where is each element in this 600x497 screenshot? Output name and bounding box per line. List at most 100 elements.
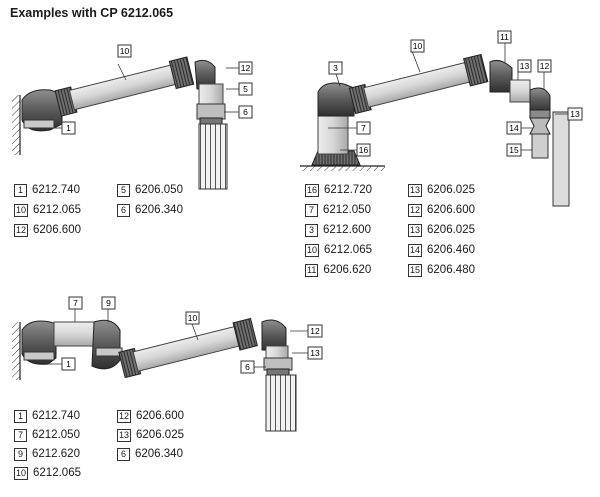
svg-text:12: 12: [310, 326, 320, 336]
part-code: 6212.720: [324, 184, 372, 196]
legend-item: 15 6206.480: [408, 264, 475, 278]
part-number-badge: 13: [117, 429, 132, 442]
example-3-drawing: [12, 309, 308, 432]
svg-text:13: 13: [570, 109, 580, 119]
legend-item: 11 6206.620: [305, 264, 371, 278]
part-number-badge: 5: [117, 184, 130, 197]
callout-badge: 9: [101, 296, 116, 310]
part-number-badge: 12: [117, 410, 132, 423]
legend-item: 1 6212.740: [14, 184, 80, 198]
svg-text:5: 5: [243, 84, 248, 94]
part-number-badge: 7: [305, 204, 318, 217]
part-code: 6212.620: [32, 448, 80, 460]
legend-item: 6 6206.340: [117, 204, 183, 218]
part-code: 6212.600: [323, 224, 371, 236]
legend-item: 10 6212.065: [14, 467, 81, 481]
example-1-drawing: [12, 56, 239, 190]
part-number-badge: 13: [408, 224, 423, 237]
legend-item: 12 6206.600: [117, 410, 184, 424]
svg-text:10: 10: [188, 313, 198, 323]
legend-item: 7 6212.050: [305, 204, 371, 218]
callout-badges: 10 12 5 6 1 3 10 11 13 12 7 16 14 15 13 …: [61, 30, 583, 374]
svg-text:6: 6: [245, 362, 250, 372]
part-code: 6212.065: [324, 244, 372, 256]
part-number-badge: 6: [117, 204, 130, 217]
part-number-badge: 14: [408, 244, 423, 257]
legend-item: 6 6206.340: [117, 448, 183, 462]
part-code: 6206.025: [427, 184, 475, 196]
svg-text:16: 16: [359, 145, 369, 155]
callout-badge: 7: [68, 296, 83, 310]
svg-text:7: 7: [361, 123, 366, 133]
callout-badge: 16: [356, 143, 371, 157]
svg-text:10: 10: [413, 41, 423, 51]
part-number-badge: 11: [305, 264, 319, 277]
part-code: 6206.340: [135, 448, 183, 460]
part-code: 6206.460: [427, 244, 475, 256]
part-code: 6212.740: [32, 184, 80, 196]
part-code: 6212.065: [33, 467, 81, 479]
part-code: 6206.025: [136, 429, 184, 441]
svg-text:1: 1: [66, 359, 71, 369]
part-code: 6206.050: [135, 184, 183, 196]
callout-badge: 12: [537, 59, 552, 73]
callout-badge: 13: [307, 346, 323, 360]
callout-badge: 1: [61, 357, 76, 371]
callout-badge: 12: [307, 324, 323, 338]
part-number-badge: 12: [14, 224, 29, 237]
part-number-badge: 3: [305, 224, 318, 237]
svg-text:13: 13: [520, 61, 530, 71]
part-number-badge: 1: [14, 184, 27, 197]
callout-badge: 13: [517, 59, 532, 73]
legend-item: 14 6206.460: [408, 244, 475, 258]
callout-badge: 15: [506, 143, 522, 157]
part-code: 6206.025: [427, 224, 475, 236]
callout-badge: 10: [117, 44, 132, 58]
part-number-badge: 15: [408, 264, 423, 277]
svg-text:9: 9: [106, 298, 111, 308]
svg-text:13: 13: [310, 348, 320, 358]
svg-text:3: 3: [333, 63, 338, 73]
callout-badge: 7: [356, 121, 371, 135]
callout-badge: 10: [185, 311, 200, 325]
callout-badge: 6: [238, 105, 253, 119]
svg-text:10: 10: [120, 46, 130, 56]
legend-item: 13 6206.025: [117, 429, 184, 443]
svg-text:6: 6: [243, 107, 248, 117]
callout-badge: 10: [410, 39, 425, 53]
part-code: 6212.740: [32, 410, 80, 422]
example-2-drawing: [300, 43, 570, 207]
callout-badge: 5: [238, 82, 253, 96]
svg-text:14: 14: [509, 123, 519, 133]
svg-text:7: 7: [73, 298, 78, 308]
callout-badge: 12: [238, 61, 253, 75]
legend-item: 1 6212.740: [14, 410, 80, 424]
part-number-badge: 10: [14, 467, 29, 480]
part-number-badge: 10: [14, 204, 29, 217]
svg-text:12: 12: [540, 61, 550, 71]
callout-badge: 13: [567, 107, 583, 121]
legend-item: 5 6206.050: [117, 184, 183, 198]
part-number-badge: 6: [117, 448, 130, 461]
callout-badge: 3: [328, 61, 343, 75]
part-number-badge: 1: [14, 410, 27, 423]
svg-text:1: 1: [66, 123, 71, 133]
part-code: 6206.340: [135, 204, 183, 216]
part-number-badge: 12: [408, 204, 423, 217]
part-code: 6206.620: [323, 264, 372, 276]
part-code: 6206.480: [427, 264, 475, 276]
part-code: 6206.600: [136, 410, 184, 422]
part-code: 6212.050: [323, 204, 371, 216]
part-code: 6206.600: [427, 204, 475, 216]
page-title: Examples with CP 6212.065: [10, 6, 174, 20]
